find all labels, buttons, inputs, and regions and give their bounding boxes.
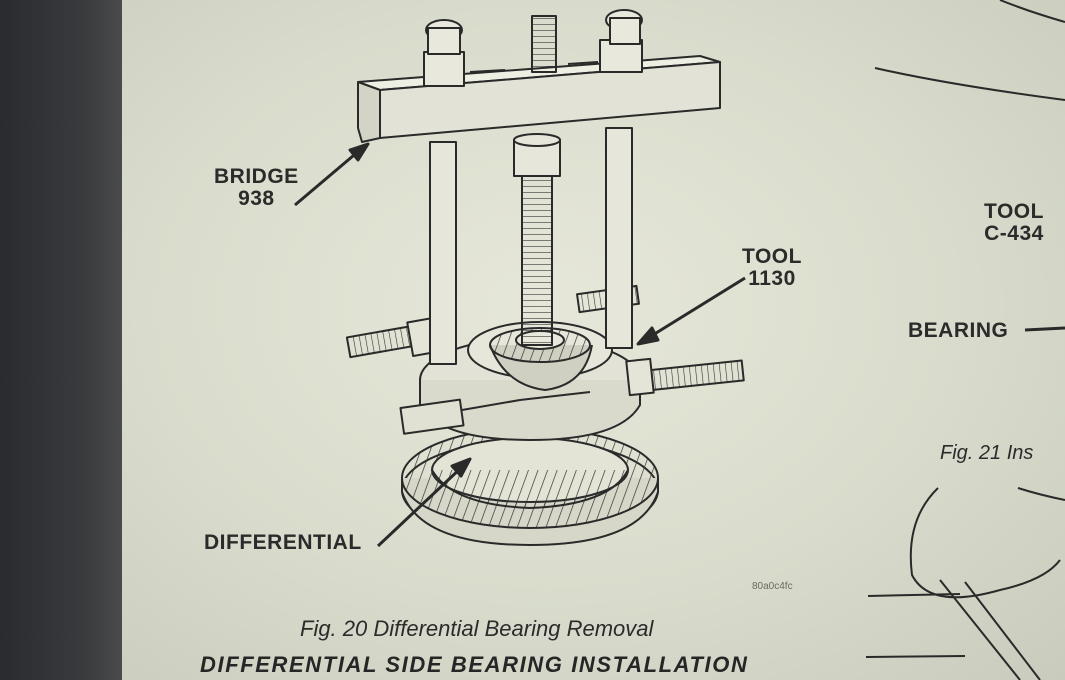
- figure-21-illustration: [865, 0, 1065, 680]
- label-bridge-number: 938: [238, 187, 275, 210]
- label-tool-1130: TOOL 1130: [742, 246, 802, 290]
- label-tool-name: TOOL: [742, 245, 802, 268]
- label-bridge-name: BRIDGE: [214, 165, 299, 188]
- monitor-bezel: [0, 0, 122, 680]
- label-tool-number: 1130: [748, 267, 796, 290]
- section-heading: DIFFERENTIAL SIDE BEARING INSTALLATION: [200, 652, 749, 677]
- bridge-posts-illustration: [429, 127, 633, 365]
- image-code: 80a0c4fc: [752, 581, 793, 592]
- figure-20-caption: Fig. 20 Differential Bearing Removal: [300, 616, 654, 641]
- label-tool-c434: TOOL C-434: [984, 201, 1044, 245]
- label-bearing: BEARING: [908, 319, 1009, 342]
- label-tool-c434-number: C-434: [984, 222, 1044, 245]
- label-tool-c434-name: TOOL: [984, 200, 1044, 223]
- figure-21-caption: Fig. 21 Ins: [940, 442, 1034, 464]
- label-bridge: BRIDGE 938: [214, 166, 299, 210]
- forcing-screw-illustration: [513, 133, 561, 346]
- label-differential: DIFFERENTIAL: [204, 531, 362, 554]
- bridge-crossbar-illustration: [357, 9, 721, 143]
- leader-arrows: [294, 142, 746, 548]
